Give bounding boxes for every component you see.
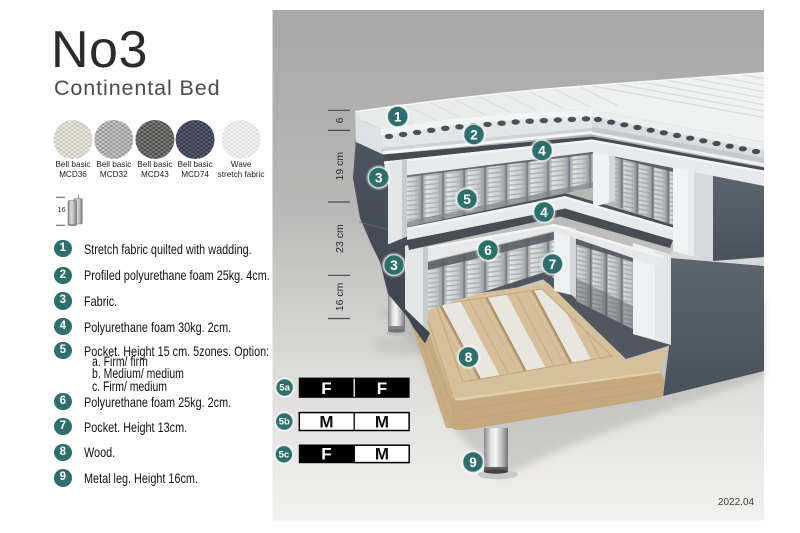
svg-text:F: F <box>321 445 331 464</box>
svg-text:1: 1 <box>394 110 402 125</box>
svg-text:2: 2 <box>470 128 478 143</box>
svg-text:Wave: Wave <box>231 160 252 169</box>
svg-text:5c: 5c <box>279 449 290 460</box>
svg-text:23 cm: 23 cm <box>334 224 346 253</box>
svg-text:Bell basic: Bell basic <box>96 160 131 169</box>
svg-text:MCD36: MCD36 <box>59 170 87 179</box>
svg-text:16: 16 <box>57 205 65 214</box>
svg-text:5a: 5a <box>279 383 290 394</box>
svg-text:16 cm: 16 cm <box>334 282 346 311</box>
svg-text:F: F <box>321 379 331 398</box>
svg-text:stretch fabric: stretch fabric <box>218 170 265 179</box>
svg-text:3: 3 <box>375 171 383 186</box>
svg-text:8: 8 <box>465 350 473 365</box>
svg-text:5b: 5b <box>279 417 290 428</box>
svg-text:4: 4 <box>540 205 548 220</box>
svg-text:5: 5 <box>463 192 471 207</box>
svg-text:6: 6 <box>334 117 346 123</box>
svg-text:F: F <box>377 379 387 398</box>
svg-text:M: M <box>319 413 333 432</box>
svg-text:MCD32: MCD32 <box>100 170 128 179</box>
svg-text:4: 4 <box>538 144 546 159</box>
svg-text:Bell basic: Bell basic <box>178 160 213 169</box>
svg-text:M: M <box>375 413 389 432</box>
svg-text:19 cm: 19 cm <box>334 152 346 181</box>
svg-text:Bell basic: Bell basic <box>137 160 172 169</box>
svg-text:2022.04: 2022.04 <box>718 497 755 508</box>
svg-text:3: 3 <box>390 258 398 273</box>
svg-text:Bell basic: Bell basic <box>55 160 90 169</box>
svg-text:M: M <box>375 445 389 464</box>
svg-text:MCD43: MCD43 <box>141 170 169 179</box>
svg-text:7: 7 <box>549 257 557 272</box>
svg-text:9: 9 <box>469 455 477 470</box>
svg-text:6: 6 <box>484 243 492 258</box>
svg-text:MCD74: MCD74 <box>181 170 209 179</box>
